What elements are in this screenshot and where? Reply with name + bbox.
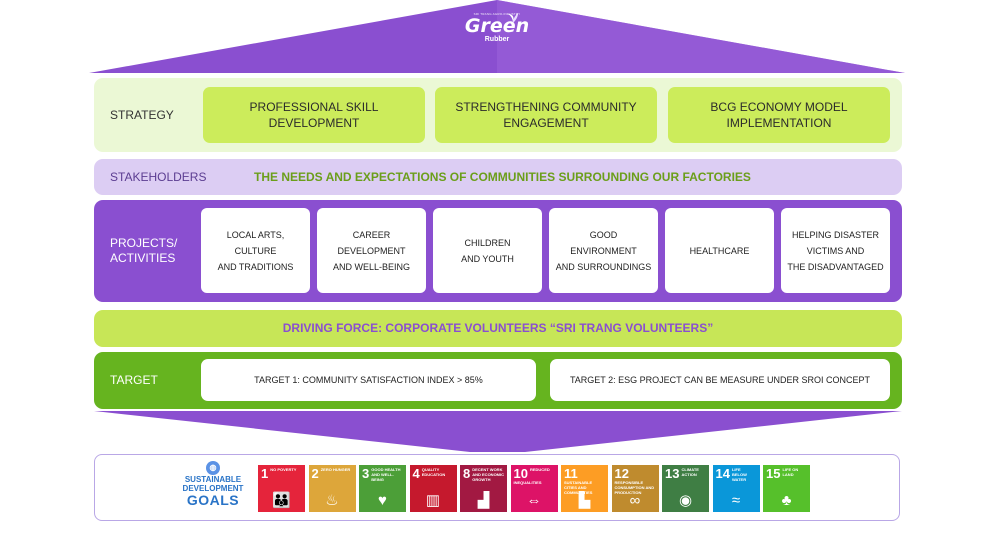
strategy-item: PROFESSIONAL SKILL DEVELOPMENT	[203, 87, 425, 143]
project-card: CAREER DEVELOPMENT AND WELL-BEING	[317, 208, 426, 293]
stakeholders-label: STAKEHOLDERS	[110, 170, 207, 184]
project-line: AND YOUTH	[461, 253, 514, 264]
sdg-goal-number: 2	[311, 466, 319, 481]
sdg-goal-caption: DECENT WORK AND ECONOMIC GROWTH	[472, 467, 505, 482]
leaf-icon	[508, 13, 518, 23]
book-icon: ▥	[425, 492, 441, 509]
strategy-item: BCG ECONOMY MODEL IMPLEMENTATION	[668, 87, 890, 143]
strategy-label: STRATEGY	[110, 108, 174, 122]
eye-icon: ◉	[678, 492, 693, 509]
sdg-logo-line: SUSTAINABLE	[184, 475, 242, 484]
sdg-goal-number: 12	[614, 466, 629, 481]
sdg-goal-number: 8	[463, 466, 471, 481]
bowl-icon: ♨	[325, 492, 339, 509]
stakeholders-row: STAKEHOLDERS THE NEEDS AND EXPECTATIONS …	[94, 159, 902, 195]
sdg-logo-line: GOALS	[186, 492, 240, 508]
tree-icon: ♣	[781, 492, 792, 509]
projects-label-line1: PROJECTS/	[110, 236, 178, 250]
strategy-item: STRENGTHENING COMMUNITY ENGAGEMENT	[435, 87, 657, 143]
project-line: CHILDREN	[464, 237, 511, 248]
project-line: HEALTHCARE	[689, 245, 750, 256]
logo-brand: Green	[464, 15, 530, 37]
sdg-goal-number: 15	[766, 466, 781, 481]
sdg-goal-caption: GOOD HEALTH AND WELL-BEING	[371, 467, 401, 482]
family-icon: 👪	[272, 492, 291, 509]
project-line: AND TRADITIONS	[217, 261, 294, 272]
roof-highlight	[497, 0, 905, 73]
equality-icon: ⇔	[526, 492, 542, 509]
project-line: ENVIRONMENT	[570, 245, 637, 256]
un-emblem-icon: ◍	[206, 461, 220, 475]
sdg-goal-caption: REDUCED INEQUALITIES	[513, 467, 550, 485]
sdg-logo: ◍ SUSTAINABLE DEVELOPMENT GOALS	[179, 461, 247, 513]
project-card: GOOD ENVIRONMENT AND SURROUNDINGS	[549, 208, 658, 293]
driving-force-text: DRIVING FORCE: CORPORATE VOLUNTEERS “SRI…	[282, 321, 714, 335]
sdg-goal-number: 1	[261, 466, 269, 481]
project-card: LOCAL ARTS, CULTURE AND TRADITIONS	[201, 208, 310, 293]
infinity-icon: ∞	[629, 492, 641, 509]
project-line: HELPING DISASTER	[791, 229, 880, 240]
sdg-goal-number: 14	[715, 466, 730, 481]
sdg-goal-caption: SUSTAINABLE CITIES AND COMMUNITIES	[564, 480, 593, 495]
project-card: HEALTHCARE	[665, 208, 774, 293]
sdg-goal-number: 4	[412, 466, 420, 481]
green-rubber-logo: SRI TRANG AGRO-INDUSTRY Green Rubber	[447, 12, 547, 60]
project-line: THE DISADVANTAGED	[787, 261, 884, 272]
project-card: CHILDREN AND YOUTH	[433, 208, 542, 293]
target-item: TARGET 2: ESG PROJECT CAN BE MEASURE UND…	[550, 359, 890, 401]
sdg-goal-number: 13	[665, 466, 680, 481]
projects-label: PROJECTS/ ACTIVITIES	[110, 236, 177, 266]
project-card: HELPING DISASTER VICTIMS AND THE DISADVA…	[781, 208, 890, 293]
logo-tagline: SRI TRANG AGRO-INDUSTRY	[473, 12, 521, 16]
buildings-icon: ▙	[578, 492, 591, 509]
heartbeat-icon: ♥	[378, 492, 387, 509]
stakeholders-text: THE NEEDS AND EXPECTATIONS OF COMMUNITIE…	[254, 170, 751, 184]
logo-sub: Rubber	[484, 36, 510, 43]
project-line: CAREER	[352, 229, 391, 240]
sdg-logo-line: DEVELOPMENT	[182, 484, 244, 493]
sdg-goal-caption: LIFE ON LAND	[782, 467, 799, 477]
strategy-row: STRATEGY PROFESSIONAL SKILL DEVELOPMENT …	[94, 78, 902, 152]
sdg-goal-number: 3	[362, 466, 370, 481]
project-line: LOCAL ARTS,	[226, 229, 285, 240]
target-row: TARGET TARGET 1: COMMUNITY SATISFACTION …	[94, 352, 902, 409]
funnel-arrow	[94, 411, 902, 452]
sdg-goal-number: 11	[564, 466, 578, 481]
projects-label-line2: ACTIVITIES	[110, 251, 176, 265]
project-line: DEVELOPMENT	[337, 245, 406, 256]
project-line: VICTIMS AND	[806, 245, 865, 256]
project-line: AND SURROUNDINGS	[555, 261, 652, 272]
driving-force-row: DRIVING FORCE: CORPORATE VOLUNTEERS “SRI…	[94, 310, 902, 347]
project-line: CULTURE	[234, 245, 277, 256]
projects-row: PROJECTS/ ACTIVITIES LOCAL ARTS, CULTURE…	[94, 200, 902, 302]
sdg-goal-caption: RESPONSIBLE CONSUMPTION AND PRODUCTION	[614, 480, 655, 495]
sdg-goal-caption: QUALITY EDUCATION	[421, 467, 446, 477]
target-label: TARGET	[110, 373, 158, 387]
fish-icon: ≈	[731, 492, 741, 509]
growth-chart-icon: ▟	[477, 492, 490, 509]
sdg-goal-number: 10	[513, 466, 528, 481]
sdg-goal-caption: NO POVERTY	[270, 467, 297, 472]
target-item: TARGET 1: COMMUNITY SATISFACTION INDEX >…	[201, 359, 536, 401]
sdg-goal-caption: ZERO HUNGER	[320, 467, 351, 472]
sdg-goal-caption: LIFE BELOW WATER	[731, 467, 747, 482]
project-line: GOOD	[589, 229, 618, 240]
project-line: AND WELL-BEING	[332, 261, 410, 272]
sdg-goal-caption: CLIMATE ACTION	[681, 467, 699, 477]
